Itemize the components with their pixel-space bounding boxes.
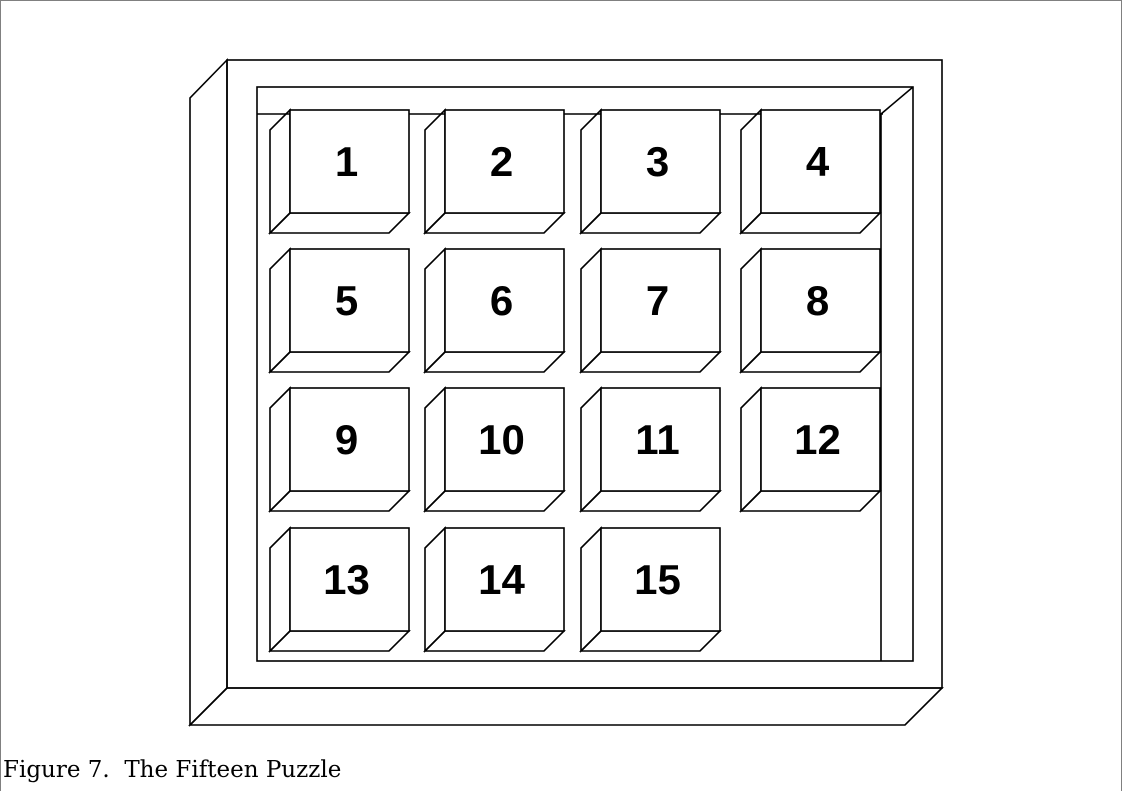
tile-number: 3 [646,138,669,185]
tile-left-bevel [425,249,445,372]
tile-bottom-bevel [425,631,564,651]
tile-bottom-bevel [425,491,564,511]
tile-bottom-bevel [741,352,880,372]
tile-number: 5 [335,277,358,324]
puzzle-tile[interactable]: 15 [581,528,720,651]
tile-left-bevel [270,249,290,372]
puzzle-tile[interactable]: 4 [741,110,880,233]
box-left-side [190,60,227,725]
tile-left-bevel [581,249,601,372]
tile-number: 6 [490,277,513,324]
puzzle-tile[interactable]: 13 [270,528,409,651]
tile-left-bevel [741,388,761,511]
tile-number: 13 [323,556,370,603]
puzzle-tile[interactable]: 8 [741,249,880,372]
tile-left-bevel [270,528,290,651]
tile-left-bevel [270,110,290,233]
puzzle-tile[interactable]: 7 [581,249,720,372]
tile-number: 10 [478,416,525,463]
tile-bottom-bevel [270,631,409,651]
tile-number: 11 [635,416,679,463]
figure-caption: Figure 7. The Fifteen Puzzle [3,759,341,782]
tile-bottom-bevel [741,213,880,233]
tile-bottom-bevel [581,352,720,372]
tile-bottom-bevel [425,213,564,233]
tile-bottom-bevel [270,213,409,233]
puzzle-tile[interactable]: 11 [581,388,720,511]
tile-left-bevel [425,388,445,511]
tile-left-bevel [741,249,761,372]
puzzle-tile[interactable]: 9 [270,388,409,511]
tile-left-bevel [581,388,601,511]
tile-bottom-bevel [425,352,564,372]
puzzle-tile[interactable]: 12 [741,388,880,511]
tile-bottom-bevel [581,213,720,233]
puzzle-tile[interactable]: 3 [581,110,720,233]
tile-number: 9 [335,416,358,463]
tile-number: 14 [478,556,525,603]
tile-number: 8 [806,277,829,324]
box-bottom-side [190,688,942,725]
tile-bottom-bevel [741,491,880,511]
tile-left-bevel [425,528,445,651]
tile-left-bevel [581,528,601,651]
puzzle-tile[interactable]: 2 [425,110,564,233]
tile-left-bevel [270,388,290,511]
tile-bottom-bevel [270,491,409,511]
tile-number: 2 [490,138,513,185]
tile-bottom-bevel [581,491,720,511]
tile-number: 1 [335,138,358,185]
puzzle-tile[interactable]: 14 [425,528,564,651]
tile-number: 12 [794,416,841,463]
tile-number: 4 [806,138,830,185]
puzzle-tile[interactable]: 5 [270,249,409,372]
puzzle-tile[interactable]: 1 [270,110,409,233]
tray-corner-edge [881,87,913,114]
tile-left-bevel [425,110,445,233]
tile-bottom-bevel [270,352,409,372]
tile-number: 15 [634,556,681,603]
tile-number: 7 [646,277,669,324]
tile-left-bevel [581,110,601,233]
puzzle-tile[interactable]: 10 [425,388,564,511]
tile-left-bevel [741,110,761,233]
tile-bottom-bevel [581,631,720,651]
puzzle-tile[interactable]: 6 [425,249,564,372]
